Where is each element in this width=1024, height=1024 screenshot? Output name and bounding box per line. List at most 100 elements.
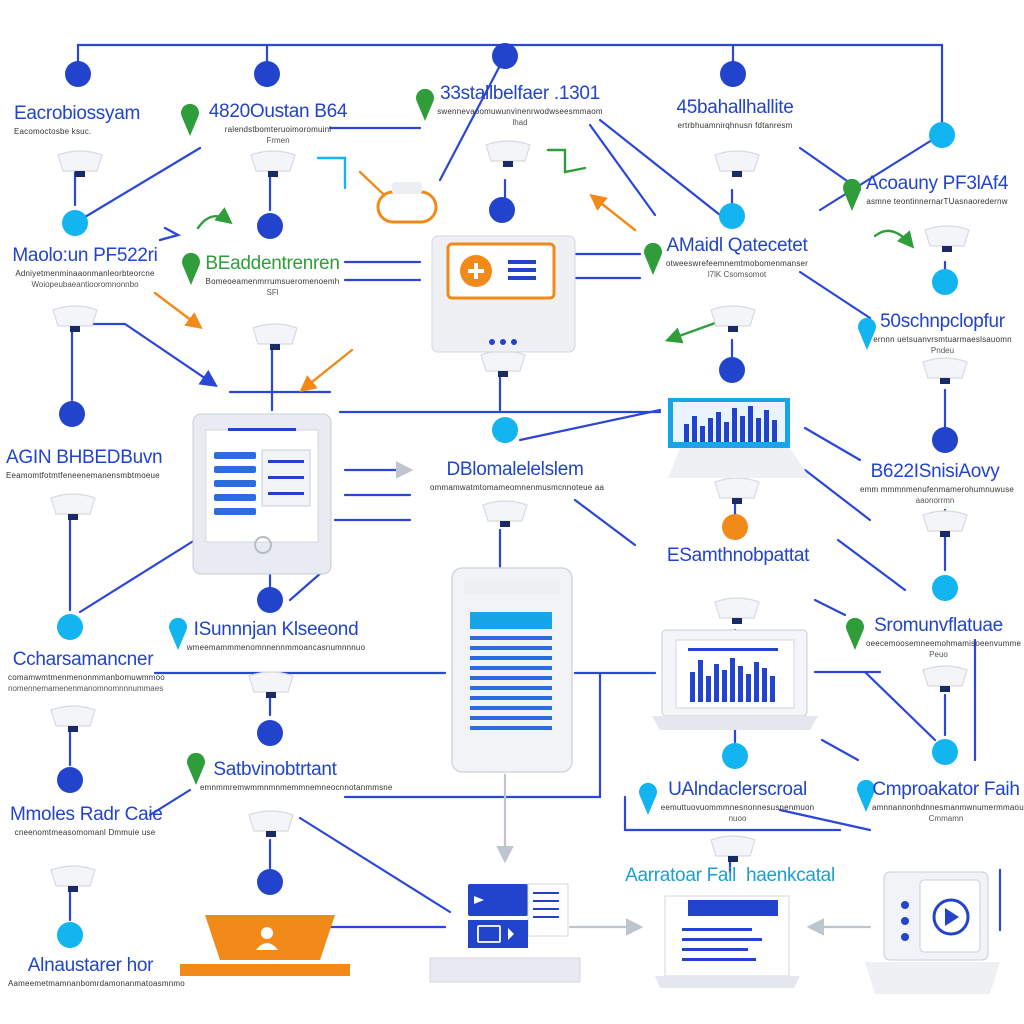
map-pin-icon — [181, 82, 199, 100]
bar-chart-icon — [668, 398, 810, 478]
curved-arrow-icon — [196, 207, 233, 230]
node-title: Satbvinobtrtant — [213, 759, 337, 780]
lamp-icon — [57, 150, 103, 178]
node-subtitle: Cmmamn — [928, 814, 964, 823]
node-title: UAlndaclerscroal — [668, 779, 807, 800]
node — [57, 922, 83, 948]
node-label: Maolo:un PF522ri Adniyetmenminaaonmanleo… — [10, 246, 160, 289]
node-label: Alnaustarer hor Aameemetmamnanbomrdamona… — [8, 956, 185, 988]
node-subtitle: Eacomoctosbe ksuc. — [14, 127, 92, 136]
map-pin-icon — [182, 252, 201, 285]
node-label: 45bahallhallite ertrbhuamnirqhnusn fdtan… — [660, 98, 810, 130]
laptop-icon — [652, 629, 818, 730]
node-label: B622ISnisiAovy emm mmmnmenufenmamerohumn… — [860, 462, 1015, 505]
node-subtitle: l7lK Csomsomot — [707, 270, 767, 279]
node-label: Ccharsamancner comamwmtmenmenonmmanbomuw… — [8, 649, 165, 693]
node-label: AMaidl Qatecetet otweeswrefeemnemtmobome… — [662, 236, 812, 279]
node-title: AGIN BHBEDBuvn — [6, 447, 163, 468]
node-title: 33stallbelfaer .1301 — [440, 83, 600, 104]
node — [929, 122, 955, 148]
node-subtitle: emnmmremwmmnmnmemmnemneocnnotanmmsne — [200, 783, 393, 792]
lamp-icon — [52, 305, 98, 333]
node-label: Eacrobiossyam Eacomoctosbe ksuc. — [14, 104, 140, 136]
node-title: BEaddentrenren — [205, 253, 340, 274]
node-title: Acoauny PF3lAf4 — [865, 173, 1009, 194]
node — [257, 587, 283, 613]
node-subtitle: emm mmmnmenufenmamerohumnuwuse — [860, 485, 1015, 494]
node-subtitle: Adniyetmenminaaonmanleorbteorcne — [15, 269, 155, 278]
node-subtitle: nuoo — [728, 814, 747, 823]
lamp-icon — [710, 835, 756, 863]
node-title: 45bahallhallite — [676, 97, 794, 118]
node-subtitle: Eeamomtfotmtfeneenemanensmbtmoeue — [6, 471, 160, 480]
node-title: AMaidl Qatecetet — [666, 235, 808, 256]
node-label: 50schnpclopfur ernnn uetsuanvrsmtuarmaes… — [870, 312, 1015, 355]
lamp-icon — [714, 597, 760, 625]
node — [57, 767, 83, 793]
map-pin-icon — [857, 317, 876, 350]
lamp-icon — [250, 150, 296, 178]
lamp-icon — [714, 150, 760, 178]
display-device — [655, 895, 800, 988]
node-subtitle: oeecemoosemneemohmamisoeenvumme — [866, 639, 1022, 648]
node — [254, 61, 280, 87]
node — [722, 743, 748, 769]
node-title: Sromunvflatuae — [874, 615, 1003, 636]
media-device — [429, 883, 581, 983]
node — [62, 210, 88, 236]
lamp-icon — [248, 671, 294, 699]
node — [932, 269, 958, 295]
lamp-icon — [714, 477, 760, 505]
node-title: Eacrobiossyam — [14, 103, 140, 124]
node — [932, 575, 958, 601]
node-label: ISunnnjan Klseeond wmeemammmenomnnennmmo… — [186, 620, 366, 652]
node-subtitle: lhad — [512, 118, 528, 127]
map-pin-icon — [644, 242, 662, 275]
node — [720, 61, 746, 87]
tablet-icon — [192, 413, 332, 575]
node-label: DBlomalelelslem ommamwatmtomameomnenmusm… — [430, 459, 605, 492]
curved-arrow-icon — [873, 229, 915, 249]
server-icon — [451, 567, 573, 773]
node — [257, 720, 283, 746]
map-pin-icon — [416, 88, 434, 121]
node-label: BEaddentrenren Bomeoeamenmrrumsueromenoe… — [200, 254, 345, 297]
node-label: Aarratoar Fail haenkcatal — [600, 866, 860, 885]
map-pin-icon — [843, 178, 861, 211]
node-circles — [57, 43, 958, 948]
node-subtitle: aaonorrmn — [915, 496, 955, 505]
node-title: Aarratoar Fail haenkcatal — [625, 865, 835, 886]
node-subtitle: Peuo — [929, 650, 948, 659]
node-subtitle: ertrbhuamnirqhnusn fdtanresm — [677, 121, 793, 130]
lamp-icon — [922, 510, 968, 538]
node — [489, 197, 515, 223]
lamp-icon — [482, 500, 528, 528]
lamp-icon — [924, 225, 970, 253]
node-title: Ccharsamancner — [12, 649, 154, 670]
node — [932, 427, 958, 453]
node-title: Cmproakator Faih — [872, 779, 1020, 800]
toggle-device — [376, 182, 438, 224]
node — [257, 869, 283, 895]
node — [492, 417, 518, 443]
map-pin-icon — [169, 617, 187, 650]
lamp-icon — [922, 665, 968, 693]
node-title: DBlomalelelslem — [446, 459, 584, 480]
node — [59, 401, 85, 427]
node-label: Mmoles Radr Caie cneenomtmeasomomanl Dmm… — [10, 804, 163, 837]
lamp-icon — [248, 810, 294, 838]
node-subtitle: cneenomtmeasomomanl Dmmuie use — [14, 828, 156, 837]
lamp-icon — [480, 350, 526, 378]
node-label: ESamthnobpattat — [648, 546, 828, 565]
node-subtitle: nomennemamenenmanomnomnnnummaes — [8, 684, 164, 693]
node-title: 4820Oustan B64 — [208, 101, 348, 122]
accent-arrows — [153, 148, 915, 393]
map-pin-icon — [180, 103, 199, 136]
lamp-icon — [252, 323, 298, 351]
map-pin-icon — [187, 752, 206, 785]
node-title: Mmoles Radr Caie — [10, 804, 163, 825]
node-subtitle: ommamwatmtomameomnenmusmcnnoteue aa — [430, 483, 605, 492]
node-subtitle: swennevaoomuwunvinenrwodwseesmmaom — [437, 107, 603, 116]
node-label: Cmproakator Faih amnnannonhdnnesmanmwnum… — [872, 779, 1024, 823]
node — [492, 43, 518, 69]
